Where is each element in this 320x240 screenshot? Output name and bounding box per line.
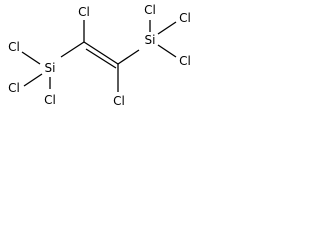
c2-si-right-bond [117, 49, 140, 65]
si-right-cl-bond-b [157, 21, 177, 35]
si-right-cl-bond-c [157, 44, 177, 58]
atom-c2-cl: Cl [113, 94, 125, 108]
atom-si-left-cl-b: Cl [8, 81, 20, 95]
bonds [21, 20, 177, 92]
double-bond-line-1 [83, 41, 119, 65]
atom-c1-cl: Cl [78, 5, 90, 19]
atom-si-left-cl-c: Cl [44, 93, 56, 107]
si-left-cl-bond-a [21, 51, 41, 65]
si-left-cl-bond-b [23, 73, 43, 87]
atom-si-left-cl-a: Cl [8, 40, 20, 54]
structural-formula: Cl Cl Si Cl Cl Cl Si Cl Cl Cl [8, 3, 191, 108]
double-bond-line-2 [85, 48, 117, 69]
atom-labels: Cl Cl Si Cl Cl Cl Si Cl Cl Cl [8, 3, 191, 108]
atom-si-right-cl-b: Cl [179, 11, 191, 25]
c1-si-left-bond [60, 41, 85, 58]
atom-si-right-cl-a: Cl [144, 3, 156, 17]
atom-si-right-cl-c: Cl [179, 54, 191, 68]
atom-si-right: Si [145, 33, 156, 47]
atom-si-left: Si [45, 61, 56, 75]
